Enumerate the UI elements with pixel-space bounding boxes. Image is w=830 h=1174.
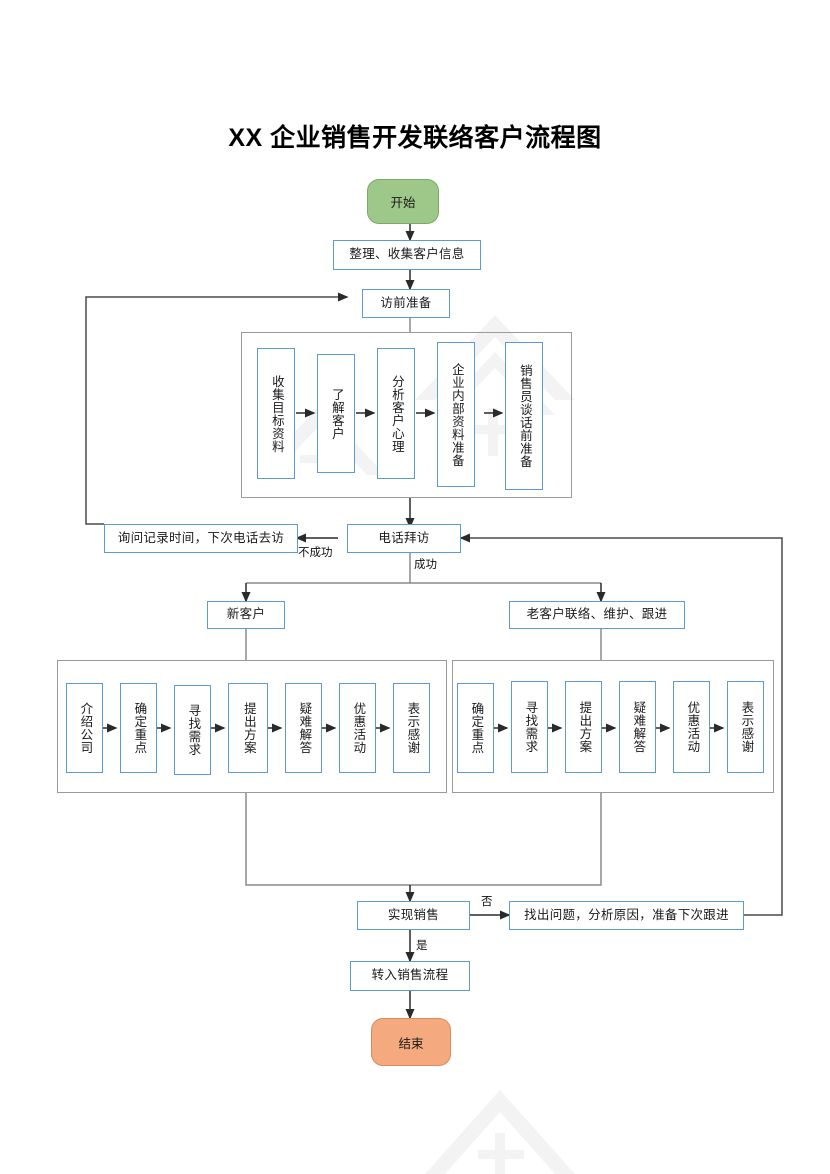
edge-analyze-to-call xyxy=(459,533,783,916)
node-old-promotions[interactable]: 优惠活动 xyxy=(673,681,710,773)
node-collect-customer-info[interactable]: 整理、收集客户信息 xyxy=(333,240,481,270)
node-prep-internal-material[interactable]: 企业内部资料准备 xyxy=(437,342,475,487)
node-pre-visit-preparation[interactable]: 访前准备 xyxy=(362,289,450,318)
node-transfer-to-sales-process[interactable]: 转入销售流程 xyxy=(350,961,470,991)
node-end[interactable]: 结束 xyxy=(371,1018,451,1066)
node-new-propose-plan[interactable]: 提出方案 xyxy=(228,683,268,773)
node-analyze-problem[interactable]: 找出问题，分析原因，准备下次跟进 xyxy=(509,901,744,930)
node-prep-understand-customer[interactable]: 了解客户 xyxy=(317,354,355,473)
node-prep-collect-target-data[interactable]: 收集目标资料 xyxy=(257,348,295,479)
edge-oldgroup-to-saledone xyxy=(410,793,602,886)
group-new-customer-steps xyxy=(57,660,447,793)
edge-label-successful: 成功 xyxy=(414,559,437,571)
node-old-answer-questions[interactable]: 疑难解答 xyxy=(619,681,656,773)
edge-label-yes: 是 xyxy=(416,940,428,952)
node-phone-visit[interactable]: 电话拜访 xyxy=(347,524,461,553)
node-start[interactable]: 开始 xyxy=(367,179,439,224)
node-end-label: 结束 xyxy=(398,1036,424,1051)
group-old-customer-steps xyxy=(452,660,774,793)
edge-label-no: 否 xyxy=(481,896,493,908)
node-old-express-thanks[interactable]: 表示感谢 xyxy=(727,681,764,773)
node-old-find-needs[interactable]: 寻找需求 xyxy=(511,681,548,773)
node-prep-analyze-customer-psychology[interactable]: 分析客户心理 xyxy=(377,348,415,479)
node-new-customer[interactable]: 新客户 xyxy=(207,601,285,629)
page-title: XX 企业销售开发联络客户流程图 xyxy=(228,124,602,152)
node-new-confirm-focus[interactable]: 确定重点 xyxy=(120,683,157,773)
edge-newgroup-to-saledone xyxy=(245,793,410,886)
node-new-find-needs[interactable]: 寻找需求 xyxy=(174,685,211,775)
node-ask-record-time-next-call[interactable]: 询问记录时间，下次电话去访 xyxy=(104,524,298,553)
edge-retry-to-previsit xyxy=(85,292,349,525)
node-new-introduce-company[interactable]: 介绍公司 xyxy=(66,683,103,773)
node-old-customer-followup[interactable]: 老客户联络、维护、跟进 xyxy=(509,601,685,629)
node-old-propose-plan[interactable]: 提出方案 xyxy=(565,681,602,773)
node-new-promotions[interactable]: 优惠活动 xyxy=(339,683,376,773)
node-new-express-thanks[interactable]: 表示感谢 xyxy=(393,683,430,773)
edge-label-unsuccessful: 不成功 xyxy=(298,547,333,559)
node-start-label: 开始 xyxy=(390,196,416,210)
node-sale-achieved[interactable]: 实现销售 xyxy=(357,901,470,930)
node-new-answer-questions[interactable]: 疑难解答 xyxy=(285,683,322,773)
group-pre-visit-preparation xyxy=(241,332,572,498)
node-prep-salesperson-talk[interactable]: 销售员谈话前准备 xyxy=(505,342,543,490)
node-old-confirm-focus[interactable]: 确定重点 xyxy=(457,683,494,773)
